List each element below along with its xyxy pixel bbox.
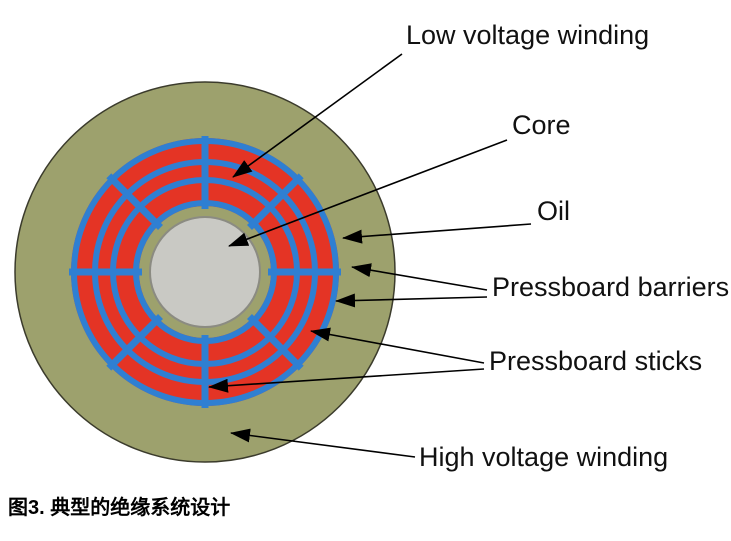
label-low-voltage-winding: Low voltage winding [406,20,649,50]
annotation-line-core [228,139,508,247]
label-oil: Oil [537,196,570,226]
label-pressboard-barriers: Pressboard barriers [492,272,729,302]
figure-caption: 图3. 典型的绝缘系统设计 [8,495,230,519]
label-core: Core [512,110,571,140]
pressboard-stick [106,173,163,230]
annotation-line-high-voltage-winding [230,428,416,458]
pressboard-sticks [69,136,341,408]
annotation-line-barriers-1 [351,263,488,291]
pressboard-stick [106,314,163,371]
pressboard-stick [247,173,304,230]
label-pressboard-sticks: Pressboard sticks [489,346,702,376]
label-high-voltage-winding: High voltage winding [419,442,668,472]
pressboard-stick [247,314,304,371]
annotation-line-oil [342,223,532,244]
annotation-line-barriers-2 [335,293,488,308]
annotation-line-low-voltage-winding [232,53,403,178]
annotation-lines [208,53,532,458]
core-circle [149,216,261,328]
annotation-line-sticks-2 [208,368,485,393]
annotation-line-sticks-1 [310,327,485,364]
